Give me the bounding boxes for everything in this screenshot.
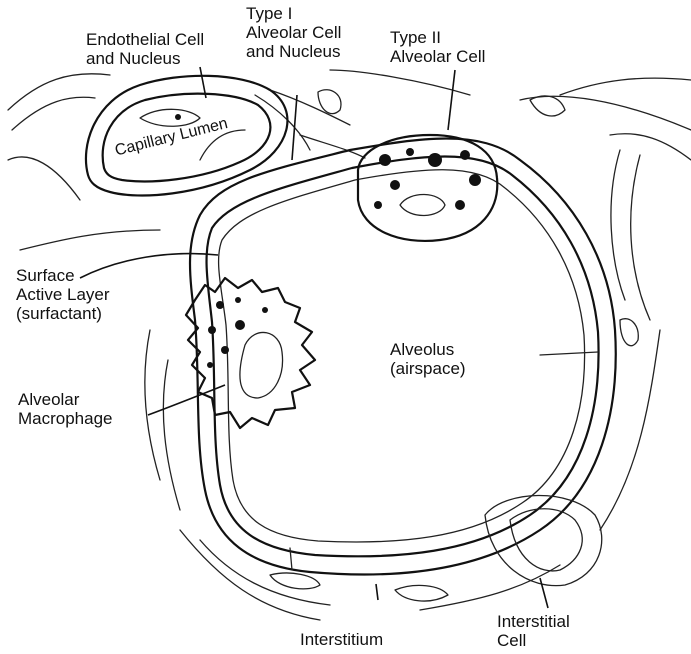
type2-label-line-2: Alveolar Cell	[390, 47, 485, 66]
endothelial-label-line-2: and Nucleus	[86, 49, 204, 68]
interstitium-label: Interstitium	[300, 630, 383, 649]
alveolus-label-line-2: (airspace)	[390, 359, 466, 378]
interstitial-cell-label: Interstitial Cell	[497, 612, 570, 650]
interstitial-fibers	[8, 70, 691, 620]
interstitial-cell-label-line-1: Interstitial	[497, 612, 570, 631]
surface-label-line-3: (surfactant)	[16, 304, 110, 323]
endothelial-label: Endothelial Cell and Nucleus	[86, 30, 204, 68]
endothelial-label-line-1: Endothelial Cell	[86, 30, 204, 49]
type2-label-line-1: Type II	[390, 28, 485, 47]
type1-label: Type I Alveolar Cell and Nucleus	[246, 4, 341, 61]
macrophage-label: Alveolar Macrophage	[18, 390, 113, 428]
type1-label-line-2: Alveolar Cell	[246, 23, 341, 42]
surface-label-line-2: Active Layer	[16, 285, 110, 304]
surface-label-line-1: Surface	[16, 266, 110, 285]
type1-label-line-1: Type I	[246, 4, 341, 23]
type1-label-line-3: and Nucleus	[246, 42, 341, 61]
macrophage	[186, 278, 315, 428]
type-2-cell	[358, 135, 497, 241]
alveolus-label: Alveolus (airspace)	[390, 340, 466, 378]
type2-label: Type II Alveolar Cell	[390, 28, 485, 66]
interstitial-cell-label-line-2: Cell	[497, 631, 570, 650]
macrophage-label-line-1: Alveolar	[18, 390, 113, 409]
alveolus-label-line-1: Alveolus	[390, 340, 466, 359]
surface-label: Surface Active Layer (surfactant)	[16, 266, 110, 323]
macrophage-label-line-2: Macrophage	[18, 409, 113, 428]
